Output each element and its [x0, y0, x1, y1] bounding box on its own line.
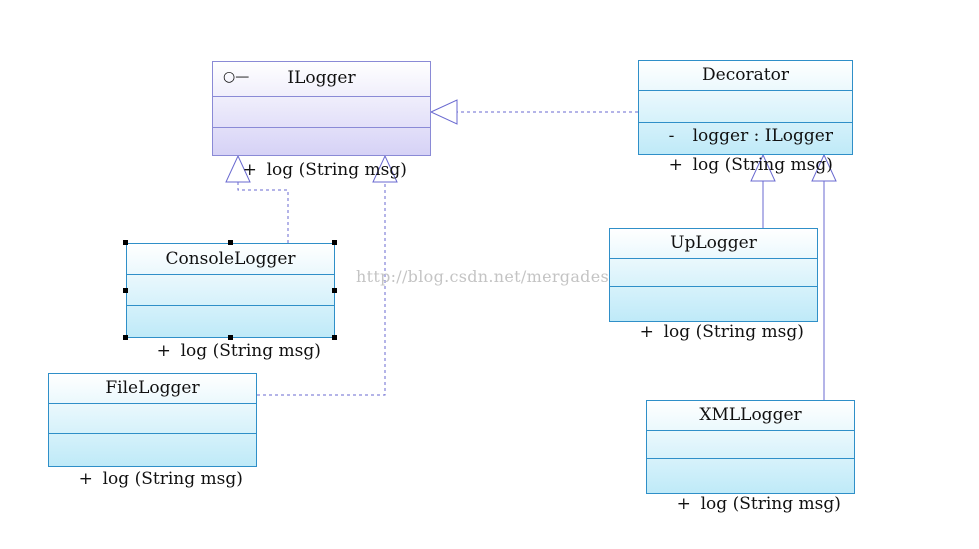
visibility-marker: + [639, 322, 654, 342]
relation-consolelogger-ilogger [225, 154, 289, 243]
selection-handle-middle-right[interactable] [332, 288, 337, 293]
operation-text: log (String msg) [663, 322, 804, 342]
realization-arrowhead [429, 99, 458, 125]
operations-compartment: + log (String msg) [647, 458, 854, 514]
visibility-marker: + [78, 469, 93, 489]
relation-filelogger-ilogger [257, 154, 398, 396]
attributes-compartment [610, 258, 817, 287]
class-xmllogger[interactable]: XMLLogger + log (String msg) [646, 400, 855, 514]
attributes-compartment [647, 430, 854, 459]
selection-handle-middle-left[interactable] [123, 288, 128, 293]
realization-arrowhead [225, 154, 251, 183]
class-name: FileLogger [105, 378, 200, 398]
generalization-arrowhead [811, 153, 837, 182]
relations-layer [225, 99, 837, 401]
visibility-marker: + [156, 341, 171, 361]
relation-decorator-ilogger [429, 99, 638, 125]
selection-handle-top-center[interactable] [228, 240, 233, 245]
interface-lollipop-icon: ○— [223, 69, 250, 85]
selection-handle-bottom-center[interactable] [228, 335, 233, 340]
selection-handle-bottom-left[interactable] [123, 335, 128, 340]
watermark: http://blog.csdn.net/mergades [356, 267, 609, 286]
class-consolelogger[interactable]: ConsoleLogger + log (String msg) [126, 243, 335, 361]
operation-text: log (String msg) [700, 494, 841, 514]
class-name: ConsoleLogger [165, 249, 296, 269]
attributes-compartment: -logger : ILogger [639, 90, 852, 146]
realization-arrowhead [372, 154, 398, 183]
operations-compartment: + log (String msg) [49, 433, 256, 489]
operation-text: log (String msg) [692, 155, 833, 175]
attribute-text: logger : ILogger [692, 126, 833, 146]
visibility-marker: + [676, 494, 691, 514]
operation-text: log (String msg) [102, 469, 243, 489]
class-name: ILogger [287, 68, 356, 88]
operations-compartment: + log (String msg) [127, 305, 334, 361]
class-name: XMLLogger [699, 405, 802, 425]
class-name: Decorator [702, 65, 789, 85]
visibility-marker: + [668, 155, 683, 175]
operations-compartment: + log (String msg) [639, 122, 852, 175]
class-name: UpLogger [670, 233, 757, 253]
operation-text: log (String msg) [180, 341, 321, 361]
selection-handle-bottom-right[interactable] [332, 335, 337, 340]
operations-compartment: + log (String msg) [610, 286, 817, 342]
attributes-compartment [213, 96, 430, 127]
relation-xmllogger-decorator [811, 153, 837, 401]
visibility-marker: + [242, 160, 257, 180]
generalization-arrowhead [750, 153, 776, 182]
selection-handle-top-left[interactable] [123, 240, 128, 245]
attributes-compartment [127, 274, 334, 305]
relation-uplogger-decorator [750, 153, 776, 229]
class-ilogger[interactable]: ○— ILogger + log (String msg) [212, 61, 431, 180]
class-decorator[interactable]: Decorator -logger : ILogger + log (String… [638, 60, 853, 175]
operations-compartment: + log (String msg) [213, 127, 430, 180]
class-filelogger[interactable]: FileLogger + log (String msg) [48, 373, 257, 489]
visibility-marker: - [668, 126, 675, 146]
operation-text: log (String msg) [266, 160, 407, 180]
selection-handle-top-right[interactable] [332, 240, 337, 245]
attributes-compartment [49, 403, 256, 433]
class-uplogger[interactable]: UpLogger + log (String msg) [609, 228, 818, 342]
